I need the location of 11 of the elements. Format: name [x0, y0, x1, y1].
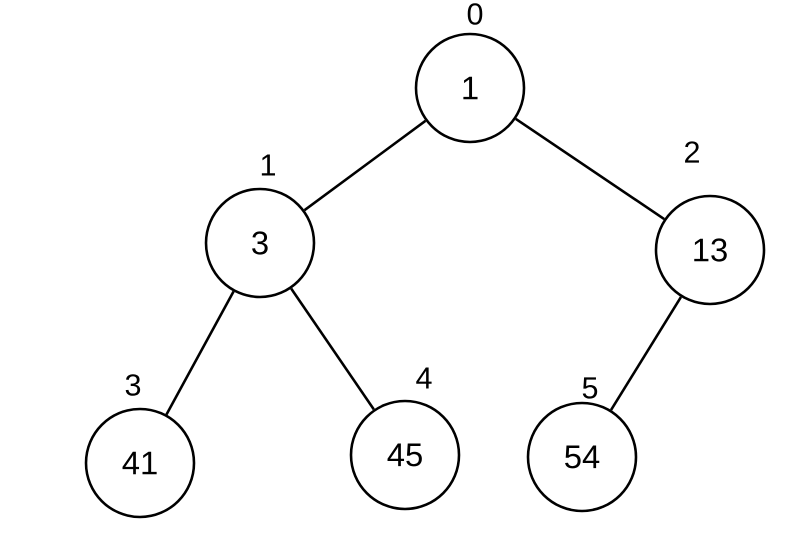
index-label: 2 [685, 141, 699, 163]
index-label: 1 [262, 154, 275, 176]
edge-line [610, 296, 682, 411]
index-label: 5 [582, 377, 598, 399]
edge-line [304, 120, 426, 212]
edge-line [290, 288, 375, 410]
edge-line [515, 118, 665, 220]
index-label: 0 [468, 3, 482, 25]
index-label: 4 [416, 368, 432, 388]
index-label: 3 [126, 374, 140, 396]
edge-line [165, 290, 235, 416]
